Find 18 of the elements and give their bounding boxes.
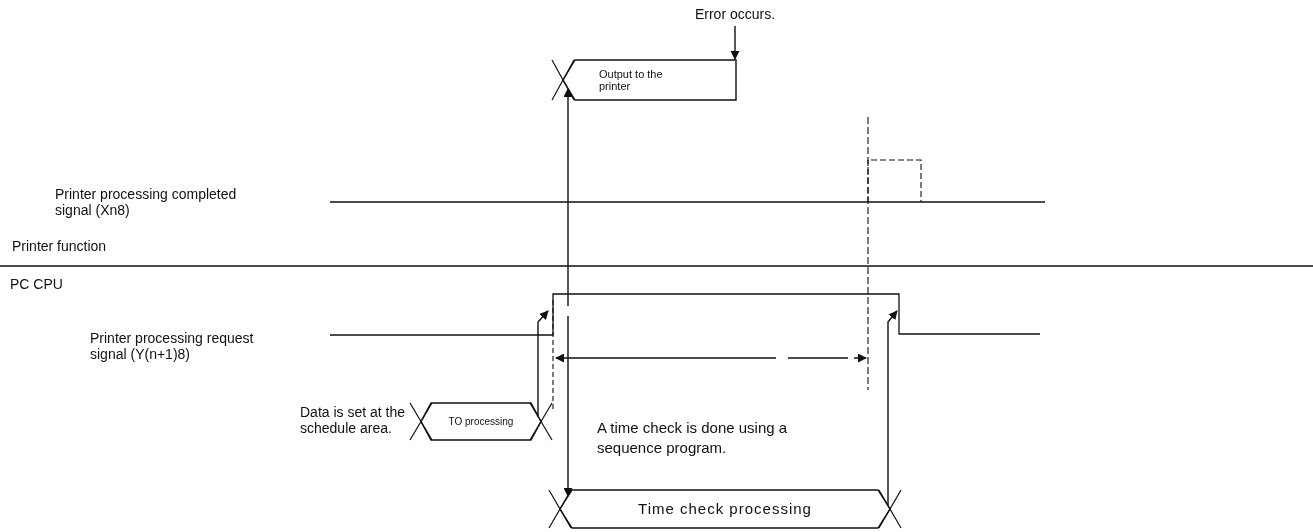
arrow [730,25,740,60]
state-label: Output to the printer [599,68,664,92]
event-note: Error occurs. [685,4,785,24]
bus-state-shape [421,403,541,440]
arrow [563,88,573,307]
bus-state-shape [560,490,890,528]
arrow [537,310,549,418]
arrow [563,315,573,497]
arrow [887,310,898,507]
note-text: Data is set at the schedule area. [300,404,407,436]
state-label: TO processing [447,416,515,427]
bus-state-shape [563,60,736,100]
signal-name: Printer processing completed signal (Xn8) [55,186,238,218]
state-label: Time check processing [637,501,813,517]
section-label: Printer function [12,238,108,254]
signal-name: Printer processing request signal (Y(n+1)8) [90,330,255,362]
section-label: PC CPU [10,276,64,292]
note-text: A time check is done using a sequence program. [597,418,789,458]
